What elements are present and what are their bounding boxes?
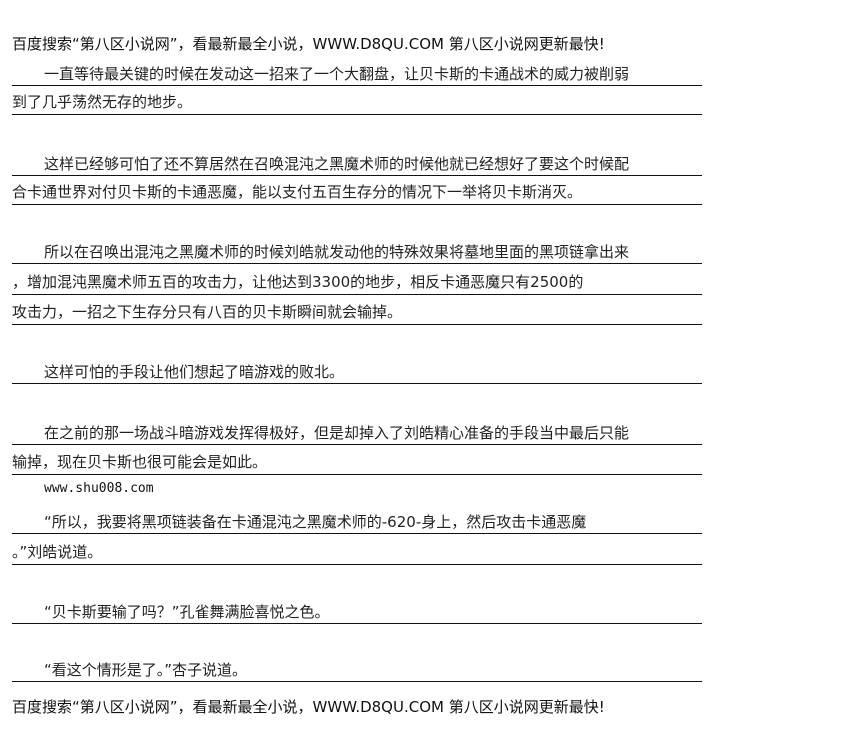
- text-line: 这样已经够可怕了还不算居然在召唤混沌之黑魔术师的时候他就已经想好了要这个时候配: [12, 154, 702, 176]
- text-line: 所以在召唤出混沌之黑魔术师的时候刘皓就发动他的特殊效果将墓地里面的黑项链拿出来: [12, 242, 702, 264]
- text-line: 到了几乎荡然无存的地步。: [12, 92, 702, 115]
- text-line: 。”刘皓说道。: [12, 542, 702, 565]
- header-banner: 百度搜索“第八区小说网”，看最新最全小说，WWW.D8QU.COM 第八区小说网…: [12, 35, 605, 53]
- footer-banner: 百度搜索“第八区小说网”，看最新最全小说，WWW.D8QU.COM 第八区小说网…: [12, 698, 605, 716]
- text-line: 这样可怕的手段让他们想起了暗游戏的败北。: [12, 362, 702, 384]
- site-url: www.shu008.com: [44, 481, 154, 496]
- text-line: 一直等待最关键的时候在发动这一招来了一个大翻盘，让贝卡斯的卡通战术的威力被削弱: [12, 64, 702, 86]
- text-line: 输掉，现在贝卡斯也很可能会是如此。: [12, 452, 702, 475]
- text-line: “贝卡斯要输了吗？”孔雀舞满脸喜悦之色。: [12, 602, 702, 624]
- text-line: “看这个情形是了。”杏子说道。: [12, 660, 702, 682]
- text-line: “所以，我要将黑项链装备在卡通混沌之黑魔术师的-620-身上，然后攻击卡通恶魔: [12, 512, 702, 534]
- text-line: ，增加混沌黑魔术师五百的攻击力，让他达到3300的地步，相反卡通恶魔只有2500…: [12, 272, 702, 295]
- text-line: 合卡通世界对付贝卡斯的卡通恶魔，能以支付五百生存分的情况下一举将贝卡斯消灭。: [12, 182, 702, 205]
- text-line: 攻击力，一招之下生存分只有八百的贝卡斯瞬间就会输掉。: [12, 302, 702, 325]
- text-line: 在之前的那一场战斗暗游戏发挥得极好，但是却掉入了刘皓精心准备的手段当中最后只能: [12, 423, 702, 445]
